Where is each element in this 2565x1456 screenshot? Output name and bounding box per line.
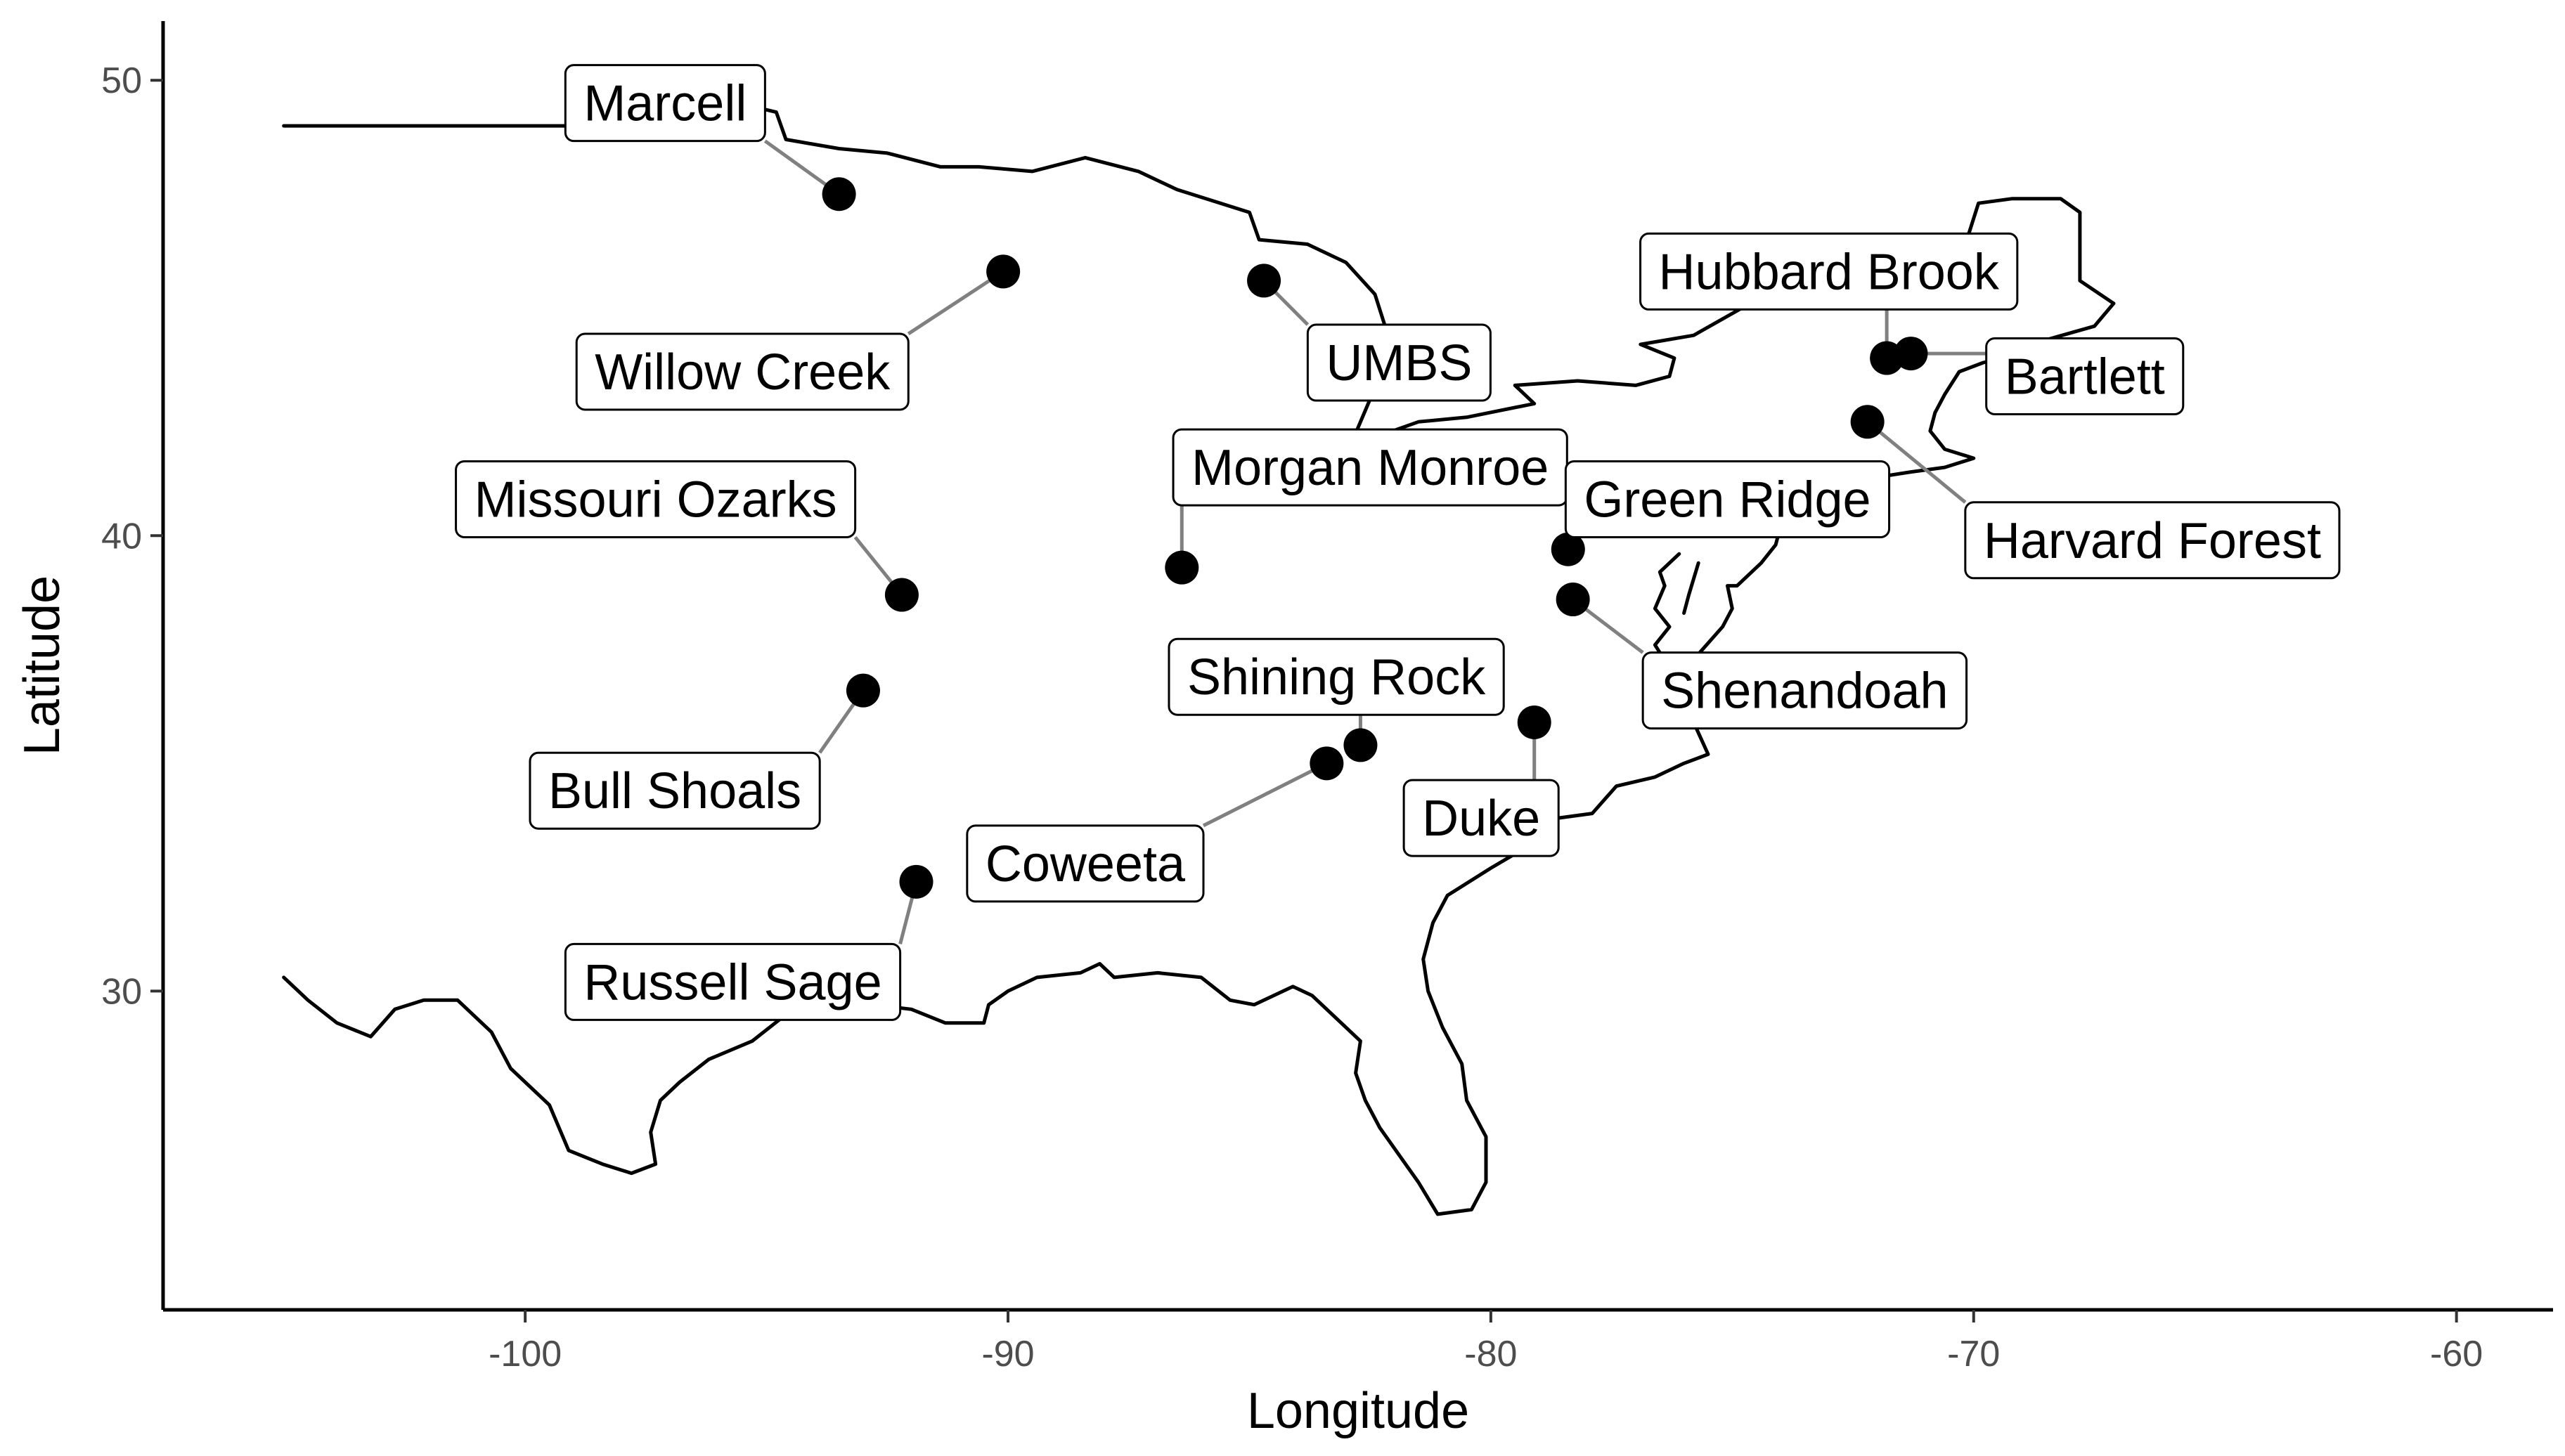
x-tick-label: -80 bbox=[1464, 1334, 1517, 1374]
site-label-bartlett: Bartlett bbox=[1985, 337, 2185, 415]
site-point-morgan-monroe[interactable] bbox=[1165, 550, 1199, 585]
site-label-box bbox=[564, 942, 902, 1021]
site-label-text: Coweeta bbox=[986, 836, 1186, 892]
site-point-shining-rock[interactable] bbox=[1343, 728, 1378, 762]
site-label-box bbox=[1168, 637, 1505, 716]
site-label-text: Russell Sage bbox=[583, 954, 881, 1010]
leader-line-harvard-forest bbox=[1866, 420, 1967, 504]
y-tick-label: 30 bbox=[101, 971, 142, 1012]
site-label-marcell: Marcell bbox=[564, 64, 766, 143]
site-label-box bbox=[564, 64, 766, 143]
site-label-text: Morgan Monroe bbox=[1191, 440, 1549, 496]
site-label-box bbox=[1641, 651, 1968, 730]
site-point-russell-sage[interactable] bbox=[899, 864, 933, 899]
site-label-box bbox=[1402, 779, 1560, 857]
site-label-harvard-forest: Harvard Forest bbox=[1964, 501, 2341, 580]
site-point-layer bbox=[822, 177, 1928, 899]
site-label-box bbox=[455, 460, 857, 538]
site-label-box bbox=[529, 751, 821, 830]
site-label-text: Harvard Forest bbox=[1984, 513, 2321, 569]
site-label-russell-sage: Russell Sage bbox=[564, 942, 902, 1021]
y-tick-label: 50 bbox=[101, 60, 142, 101]
site-label-shining-rock: Shining Rock bbox=[1168, 637, 1505, 716]
site-label-shenandoah: Shenandoah bbox=[1641, 651, 1968, 730]
site-label-hubbard-brook: Hubbard Brook bbox=[1639, 232, 2019, 311]
x-tick-label: -100 bbox=[489, 1334, 562, 1374]
site-label-bull-shoals: Bull Shoals bbox=[529, 751, 821, 830]
y-axis-ticks: 30 40 50 bbox=[101, 60, 163, 1012]
site-label-willow-creek: Willow Creek bbox=[575, 332, 910, 411]
site-point-green-ridge[interactable] bbox=[1551, 532, 1585, 566]
site-point-coweeta[interactable] bbox=[1310, 746, 1344, 781]
site-label-text: Green Ridge bbox=[1584, 472, 1871, 528]
y-tick-label: 40 bbox=[101, 516, 142, 557]
site-point-bartlett[interactable] bbox=[1894, 337, 1928, 371]
x-tick-label: -90 bbox=[981, 1334, 1034, 1374]
site-point-willow-creek[interactable] bbox=[986, 254, 1021, 289]
site-label-box bbox=[1639, 232, 2019, 311]
site-label-text: Bartlett bbox=[2005, 349, 2165, 405]
site-label-box bbox=[1964, 501, 2341, 580]
site-label-missouri-ozarks: Missouri Ozarks bbox=[455, 460, 857, 538]
x-tick-label: -70 bbox=[1947, 1334, 2000, 1374]
site-label-text: Shenandoah bbox=[1661, 663, 1948, 720]
site-point-shenandoah[interactable] bbox=[1556, 583, 1590, 617]
site-label-text: UMBS bbox=[1326, 335, 1472, 391]
site-label-box bbox=[1306, 323, 1492, 402]
site-label-text: Shining Rock bbox=[1187, 649, 1486, 706]
leader-line-coweeta bbox=[1202, 762, 1328, 828]
site-label-text: Bull Shoals bbox=[548, 763, 801, 819]
site-label-text: Willow Creek bbox=[595, 344, 891, 401]
site-point-missouri-ozarks[interactable] bbox=[884, 578, 919, 612]
site-label-text: Marcell bbox=[583, 76, 747, 132]
x-axis-title: Longitude bbox=[1247, 1383, 1469, 1439]
site-label-coweeta: Coweeta bbox=[966, 824, 1205, 903]
site-label-box bbox=[575, 332, 910, 411]
site-label-text: Hubbard Brook bbox=[1659, 244, 2000, 300]
site-label-box bbox=[966, 824, 1205, 903]
site-label-umbs: UMBS bbox=[1306, 323, 1492, 402]
coastline-segment-2 bbox=[1653, 552, 1681, 670]
site-label-morgan-monroe: Morgan Monroe bbox=[1172, 428, 1568, 507]
axes: -100 -90 -80 -70 -60 30 40 50 Longitude Latitu… bbox=[14, 21, 2553, 1439]
site-label-duke: Duke bbox=[1402, 779, 1560, 857]
site-label-text: Duke bbox=[1422, 791, 1540, 847]
x-tick-label: -60 bbox=[2430, 1334, 2483, 1374]
site-label-green-ridge: Green Ridge bbox=[1564, 460, 1891, 538]
site-point-duke[interactable] bbox=[1517, 706, 1551, 740]
coastline-segment-3 bbox=[1682, 561, 1700, 615]
site-label-text: Missouri Ozarks bbox=[474, 472, 837, 528]
leader-line-willow-creek bbox=[907, 270, 1004, 336]
site-label-box bbox=[1985, 337, 2185, 415]
y-axis-title: Latitude bbox=[14, 576, 70, 755]
site-label-box bbox=[1564, 460, 1891, 538]
x-axis-ticks: -100 -90 -80 -70 -60 bbox=[489, 1310, 2483, 1374]
site-point-harvard-forest[interactable] bbox=[1850, 405, 1885, 439]
site-point-umbs[interactable] bbox=[1247, 264, 1281, 298]
site-point-bull-shoals[interactable] bbox=[846, 673, 880, 708]
site-point-marcell[interactable] bbox=[822, 177, 856, 212]
